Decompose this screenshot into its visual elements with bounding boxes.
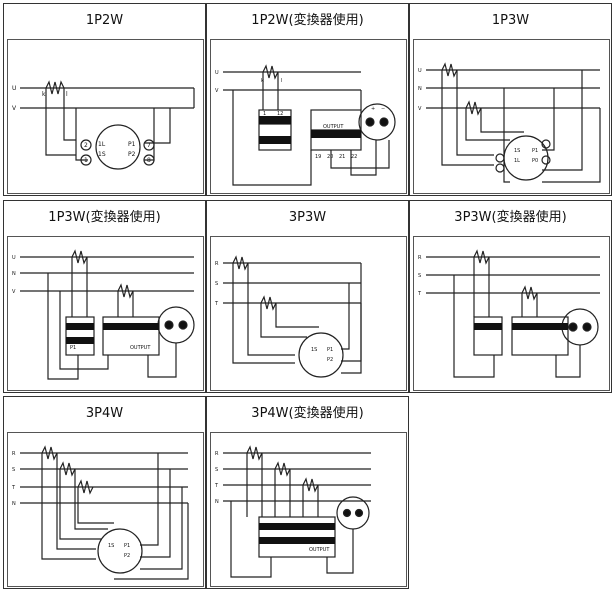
terminal-8: 8 [147, 157, 151, 164]
cell-title: 3P4W [85, 406, 124, 421]
terminal-2: 2 [84, 142, 88, 149]
output-label: OUTPUT [130, 345, 151, 351]
cell-3p4w-converter: 3P4W(変換器使用) [206, 396, 409, 589]
terminal-1s: 1S [98, 151, 106, 158]
cell-title: 3P3W [288, 210, 327, 225]
line-label-r: R [215, 451, 219, 457]
output-label: OUTPUT [309, 547, 330, 553]
line-label-u: U [418, 68, 422, 74]
wiring-svg: R S T [417, 249, 600, 378]
wiring-svg: U V k l 1 12 19 20 21 22 OUTPUT + − [215, 64, 396, 186]
wiring-svg: R S T N OUTPUT [214, 445, 371, 578]
wiring-svg: R S T N 1S P1 P2 [11, 445, 189, 580]
wiring-diagram-3p4w-converter: R S T N OUTPUT [210, 432, 407, 587]
plus-label: + [371, 106, 375, 112]
terminal-1s: 1S [108, 543, 114, 549]
terminal-1l: 1L [98, 141, 106, 148]
terminal-p1: P1 [327, 347, 333, 353]
terminal-1: 1 [263, 111, 266, 117]
line-label-s: S [215, 281, 218, 287]
wiring-diagram-1p2w-converter: U V k l 1 12 19 20 21 22 OUTPUT + − [210, 39, 407, 194]
wiring-svg: U N V 1S 1L P1 P0 [418, 62, 601, 183]
line-label-u: U [215, 70, 219, 76]
wiring-svg: U N V P1 OUTPUT [12, 249, 195, 380]
line-label-r: R [215, 261, 219, 267]
terminal-p2: P2 [124, 553, 130, 559]
line-label-r: R [12, 451, 16, 457]
wiring-diagram-1p3w: U N V 1S 1L P1 P0 [413, 39, 610, 194]
line-label-v: V [418, 106, 422, 112]
ct-l-label: l [66, 91, 68, 98]
cell-title: 1P3W(変換器使用) [48, 210, 161, 225]
terminal-1s: 1S [514, 148, 520, 154]
cell-1p2w: 1P2W U V k l [3, 3, 206, 196]
cell-title: 1P2W [85, 13, 124, 28]
terminal-7: 7 [147, 142, 151, 149]
ct-l-label: l [281, 78, 282, 84]
terminal-p1: P1 [124, 543, 130, 549]
cell-1p2w-converter: 1P2W(変換器使用) [206, 3, 409, 196]
terminal-p1: P1 [128, 141, 136, 148]
ct-k-label: k [261, 78, 264, 84]
terminal-1: 1 [84, 157, 88, 164]
wiring-svg: U V k l 2 1 7 8 1L 1S P1 P2 [12, 80, 195, 170]
output-label: OUTPUT [323, 124, 344, 130]
line-label-t: T [417, 291, 422, 297]
terminal-p0: P0 [532, 158, 538, 164]
line-label-v: V [215, 88, 219, 94]
terminal-p2: P2 [327, 357, 333, 363]
wiring-diagram-3p3w: R S T 1S P1 P2 [210, 236, 407, 391]
terminal-12: 12 [277, 111, 283, 117]
line-label-t: T [214, 301, 219, 307]
line-label-v: V [12, 289, 16, 295]
cell-1p3w-converter: 1P3W(変換器使用) [3, 200, 206, 393]
cell-title: 1P2W(変換器使用) [251, 13, 364, 28]
line-label-r: R [418, 255, 422, 261]
line-label-n: N [12, 271, 16, 277]
wiring-diagram-3p3w-converter: R S T [413, 236, 610, 391]
line-label-s: S [418, 273, 421, 279]
line-label-u: U [12, 85, 16, 92]
terminal-1s: 1S [311, 347, 317, 353]
wiring-svg: R S T 1S P1 P2 [214, 255, 362, 378]
line-label-n: N [12, 501, 16, 507]
wiring-diagram-1p2w: U V k l 2 1 7 8 1L 1S P1 P2 [7, 39, 204, 194]
terminal-p2: P2 [128, 151, 136, 158]
terminal-1l: 1L [514, 158, 520, 164]
minus-label: − [381, 106, 385, 112]
line-label-n: N [418, 86, 422, 92]
wiring-diagram-3p4w: R S T N 1S P1 P2 [7, 432, 204, 587]
terminal-p1: P1 [70, 345, 76, 351]
cell-title: 3P4W(変換器使用) [251, 406, 364, 421]
line-label-s: S [12, 467, 15, 473]
terminal-19: 19 [315, 154, 321, 160]
cell-3p4w: 3P4W R [3, 396, 206, 589]
terminal-p1: P1 [532, 148, 538, 154]
terminal-22: 22 [351, 154, 357, 160]
line-label-t: T [214, 483, 219, 489]
line-label-v: V [12, 105, 17, 112]
line-label-s: S [215, 467, 218, 473]
ct-k-label: k [42, 91, 46, 98]
terminal-20: 20 [327, 154, 333, 160]
cell-3p3w-converter: 3P3W(変換器使用) [409, 200, 612, 393]
cell-1p3w: 1P3W [409, 3, 612, 196]
cell-title: 1P3W [491, 13, 530, 28]
line-label-n: N [215, 499, 219, 505]
line-label-u: U [12, 255, 16, 261]
terminal-21: 21 [339, 154, 345, 160]
line-label-t: T [11, 485, 16, 491]
cell-title: 3P3W(変換器使用) [454, 210, 567, 225]
cell-3p3w: 3P3W R S T 1S [206, 200, 409, 393]
wiring-diagram-1p3w-converter: U N V P1 OUTPUT [7, 236, 204, 391]
